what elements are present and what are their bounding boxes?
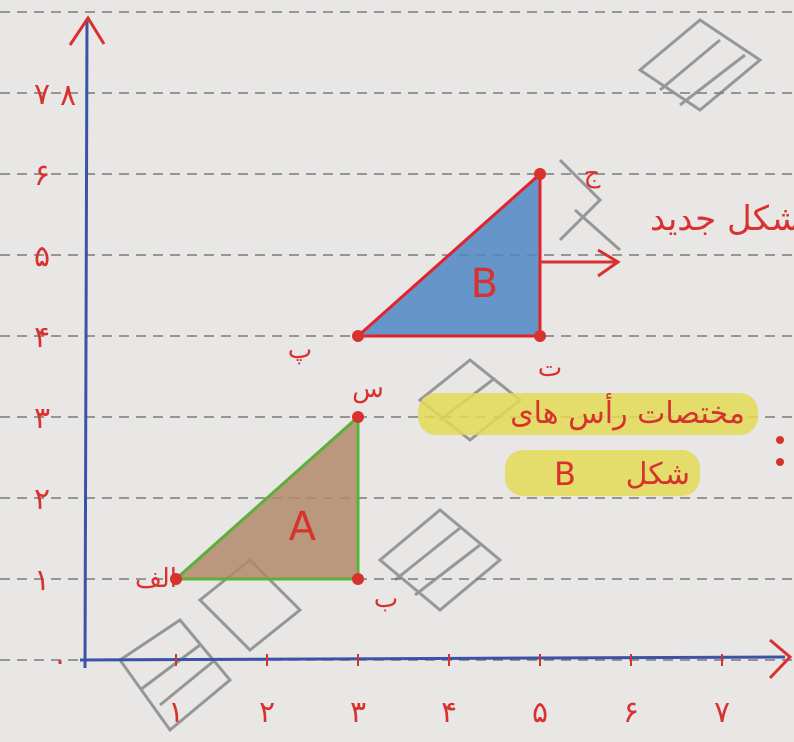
colon-dot-top: [776, 436, 784, 444]
arrow-to-new-shape: [540, 248, 621, 278]
highlight-line1: [418, 393, 758, 435]
y-tick-label: ۵: [34, 239, 50, 274]
x-tick-label: ۳: [350, 695, 366, 730]
triangle-b: [354, 170, 542, 338]
new-shape-label: شکل جدید: [650, 199, 794, 239]
x-tick-label: ۶: [623, 695, 639, 730]
vertex-coords-heading: مختصات رأس های: [510, 392, 745, 431]
vertex-label: الف: [135, 564, 177, 594]
triangles: [170, 168, 546, 585]
y-tick-label: ۱: [34, 563, 50, 598]
watermark-logo: [117, 18, 763, 733]
x-tick-label: ۴: [441, 695, 457, 730]
triangle-a: [172, 413, 360, 581]
y-tick-label: ۶: [34, 158, 50, 193]
colon-dot-bottom: [776, 458, 784, 466]
vertex-label: ج: [584, 159, 601, 189]
y-tick-label: ۲: [34, 482, 50, 517]
vertex-coords-shape-letter: B: [554, 455, 576, 493]
x-tick-label: ۱: [168, 695, 184, 730]
vertex-label: ت: [538, 353, 562, 383]
vertex-dot: [534, 330, 546, 342]
highlight-line2: [505, 450, 700, 496]
y-axis: [83, 19, 89, 669]
vertex-coords-shape-word: شکل: [626, 457, 690, 492]
vertex-label: پ: [288, 335, 312, 365]
vertex-dot: [170, 573, 182, 585]
origin-label: ۰: [52, 644, 67, 677]
y-tick-label-top: ۸: [60, 78, 76, 113]
y-axis-arrowhead: [68, 15, 106, 46]
x-tick-label: ۲: [259, 695, 275, 730]
vertex-label: ب: [374, 584, 398, 614]
triangle-a-label: A: [289, 504, 317, 550]
triangle-b-label: B: [471, 261, 498, 307]
y-tick-label: ۳: [34, 401, 50, 436]
vertex-dot: [352, 573, 364, 585]
vertex-label: س: [352, 374, 384, 404]
vertex-dot: [352, 330, 364, 342]
x-tick-label: ۵: [532, 695, 548, 730]
coordinate-axes: [68, 15, 793, 680]
x-tick-label: ۷: [714, 695, 730, 730]
vertex-dot: [352, 411, 364, 423]
y-tick-label: ۷: [34, 77, 50, 112]
vertex-dot: [534, 168, 546, 180]
x-axis: [79, 655, 786, 662]
x-axis-arrowhead: [768, 638, 793, 680]
y-tick-label: ۴: [34, 320, 50, 355]
